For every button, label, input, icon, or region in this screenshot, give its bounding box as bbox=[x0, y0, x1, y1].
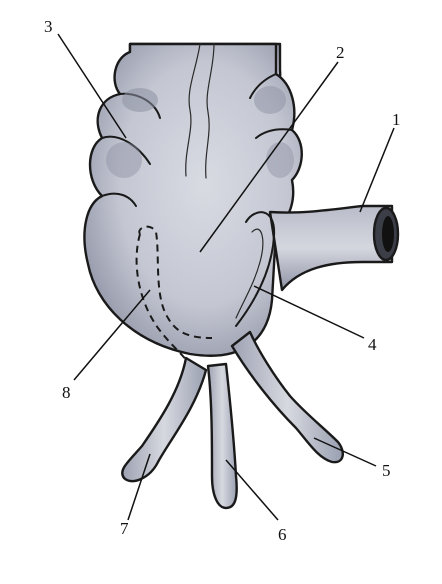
callout-label-7: 7 bbox=[120, 519, 129, 538]
callout-label-4: 4 bbox=[368, 335, 377, 354]
callout-label-2: 2 bbox=[336, 43, 345, 62]
branch-7 bbox=[122, 358, 206, 481]
haustrum-shadow-1 bbox=[122, 88, 158, 112]
callout-label-5: 5 bbox=[382, 461, 391, 480]
callout-label-8: 8 bbox=[62, 383, 71, 402]
leader-1 bbox=[360, 128, 394, 212]
callout-label-3: 3 bbox=[44, 17, 53, 36]
ileum-tube bbox=[270, 206, 392, 290]
haustrum-shadow-2 bbox=[106, 142, 142, 178]
callout-label-6: 6 bbox=[278, 525, 287, 544]
callout-label-1: 1 bbox=[392, 110, 401, 129]
branch-6 bbox=[208, 364, 237, 508]
haustrum-shadow-4 bbox=[266, 142, 294, 178]
haustrum-shadow-3 bbox=[254, 86, 286, 114]
ileum-opening-inner bbox=[382, 216, 394, 252]
